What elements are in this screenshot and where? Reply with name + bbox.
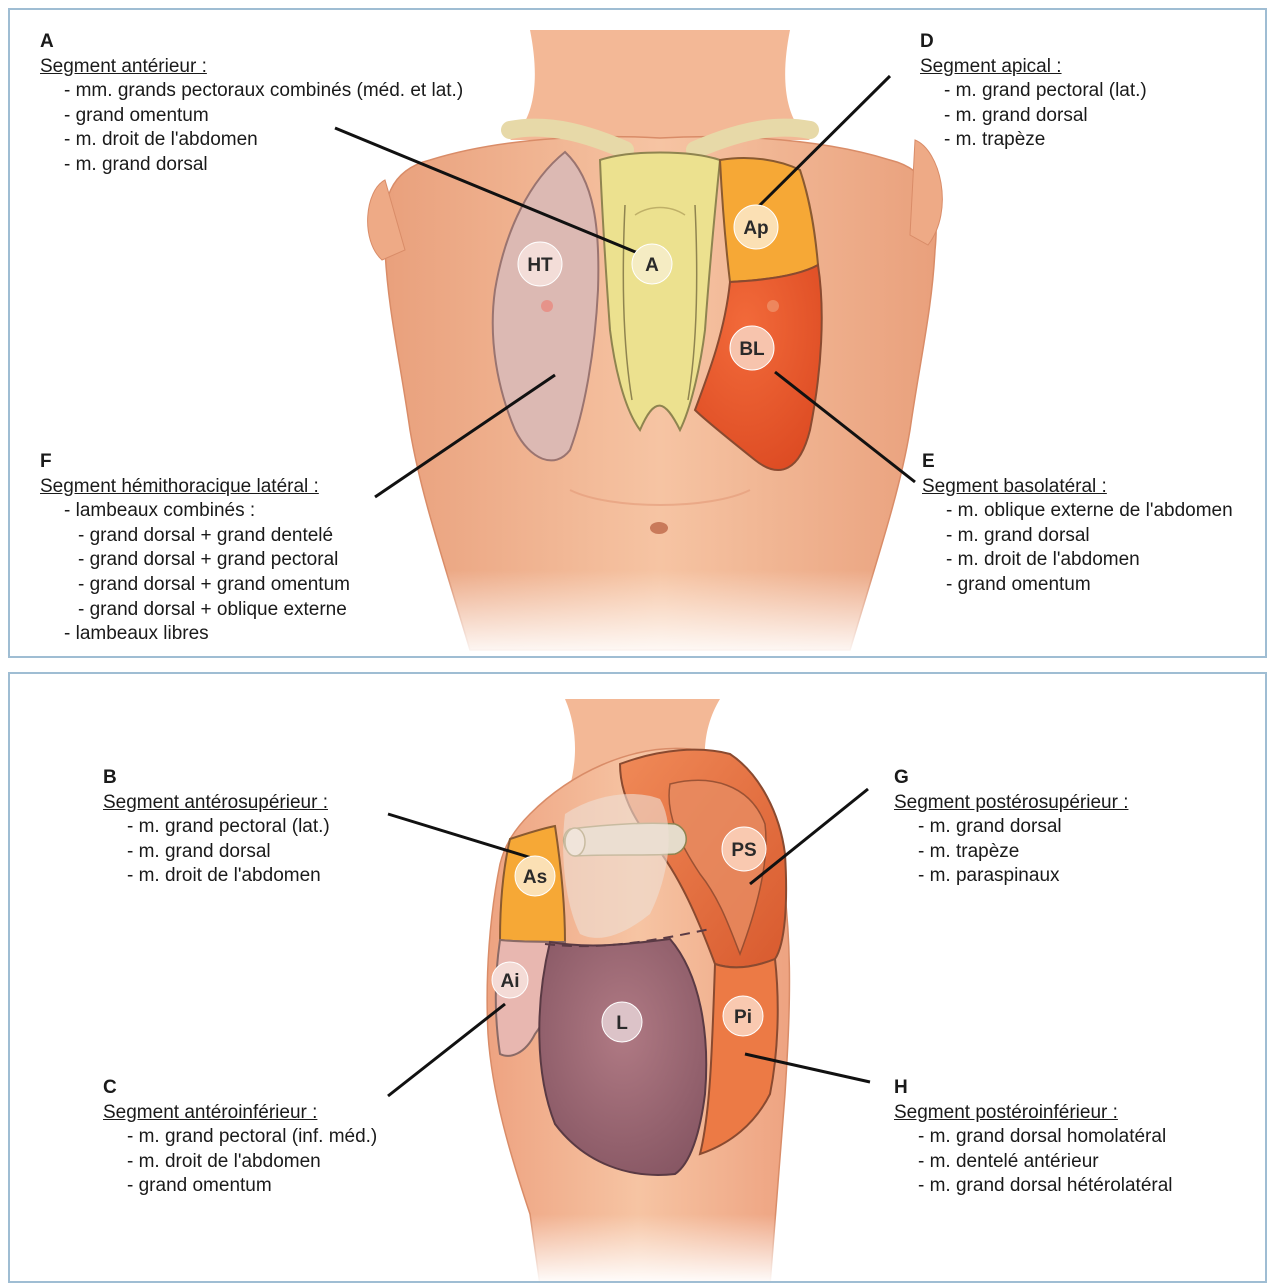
segment-letter: B	[103, 766, 330, 791]
svg-text:Ap: Ap	[743, 218, 768, 239]
list-item: m. paraspinaux	[918, 864, 1128, 889]
badge-ap: Ap	[734, 205, 778, 249]
segment-h-legend: H Segment postéroinférieur : m. grand do…	[894, 1076, 1173, 1199]
segment-letter: F	[40, 450, 350, 475]
list-item: m. trapèze	[918, 840, 1128, 865]
badge-l: L	[602, 1002, 642, 1042]
list-item: grand dorsal + grand dentelé	[78, 524, 350, 549]
badge-a: A	[632, 244, 672, 284]
list-item: m. grand dorsal	[64, 153, 463, 178]
svg-text:As: As	[523, 867, 547, 888]
list-item: grand dorsal + grand pectoral	[78, 548, 350, 573]
list-item: m. grand dorsal homolatéral	[918, 1125, 1173, 1150]
segment-a-legend: A Segment antérieur : mm. grands pectora…	[40, 30, 463, 178]
list-item: m. grand dorsal	[918, 815, 1128, 840]
list-item: grand omentum	[127, 1174, 377, 1199]
list-item: grand omentum	[946, 573, 1233, 598]
list-item: m. dentelé antérieur	[918, 1150, 1173, 1175]
list-item: m. trapèze	[944, 128, 1147, 153]
list-item: lambeaux libres	[64, 622, 350, 647]
segment-title: Segment hémithoracique latéral :	[40, 475, 350, 500]
svg-text:HT: HT	[527, 255, 553, 276]
segment-c-legend: C Segment antéroinférieur : m. grand pec…	[103, 1076, 377, 1199]
segment-title: Segment apical :	[920, 55, 1147, 80]
svg-text:Ai: Ai	[501, 971, 520, 992]
list-item: m. droit de l'abdomen	[127, 864, 330, 889]
anterior-view-panel: HT A Ap BL A Segment antérieur : mm. gra…	[8, 8, 1267, 658]
list-item: m. grand pectoral (lat.)	[127, 815, 330, 840]
segment-title: Segment antéroinférieur :	[103, 1101, 377, 1126]
segment-e-legend: E Segment basolatéral : m. oblique exter…	[922, 450, 1233, 598]
badge-pi: Pi	[723, 996, 763, 1036]
segment-letter: C	[103, 1076, 377, 1101]
segment-f-legend: F Segment hémithoracique latéral : lambe…	[40, 450, 350, 647]
right-arm-stump	[910, 140, 942, 245]
segment-title: Segment basolatéral :	[922, 475, 1233, 500]
badge-ai: Ai	[492, 962, 528, 998]
segment-title: Segment antérieur :	[40, 55, 463, 80]
segment-letter: D	[920, 30, 1147, 55]
list-item: m. grand dorsal	[944, 104, 1147, 129]
list-item: m. grand dorsal hétérolatéral	[918, 1174, 1173, 1199]
svg-text:PS: PS	[731, 840, 756, 861]
list-item: m. grand pectoral (inf. méd.)	[127, 1125, 377, 1150]
leader-line-c	[388, 1004, 505, 1096]
svg-text:Pi: Pi	[734, 1007, 752, 1028]
list-item: m. droit de l'abdomen	[64, 128, 463, 153]
group-label: lambeaux combinés :	[64, 499, 350, 524]
svg-text:L: L	[616, 1013, 628, 1034]
list-item: grand dorsal + grand omentum	[78, 573, 350, 598]
segment-letter: A	[40, 30, 463, 55]
segment-letter: G	[894, 766, 1128, 791]
list-item: m. droit de l'abdomen	[127, 1150, 377, 1175]
list-item: grand dorsal + oblique externe	[78, 598, 350, 623]
lateral-view-panel: As Ai L PS Pi B Segment antérosupérieur …	[8, 672, 1267, 1283]
badge-ps: PS	[722, 827, 766, 871]
svg-text:BL: BL	[739, 339, 765, 360]
list-item: grand omentum	[64, 104, 463, 129]
segment-g-legend: G Segment postérosupérieur : m. grand do…	[894, 766, 1128, 889]
segment-title: Segment antérosupérieur :	[103, 791, 330, 816]
list-item: m. oblique externe de l'abdomen	[946, 499, 1233, 524]
list-item: m. grand pectoral (lat.)	[944, 79, 1147, 104]
list-item: m. grand dorsal	[946, 524, 1233, 549]
navel	[650, 522, 668, 534]
svg-text:A: A	[645, 255, 659, 276]
list-item: m. grand dorsal	[127, 840, 330, 865]
segment-b-legend: B Segment antérosupérieur : m. grand pec…	[103, 766, 330, 889]
segment-letter: E	[922, 450, 1233, 475]
list-item: m. droit de l'abdomen	[946, 548, 1233, 573]
segment-d-legend: D Segment apical : m. grand pectoral (la…	[920, 30, 1147, 153]
badge-bl: BL	[730, 326, 774, 370]
badge-ht: HT	[518, 242, 562, 286]
list-item: mm. grands pectoraux combinés (méd. et l…	[64, 79, 463, 104]
list-item-group: lambeaux combinés : grand dorsal + grand…	[64, 499, 350, 622]
segment-title: Segment postérosupérieur :	[894, 791, 1128, 816]
badge-as: As	[515, 856, 555, 896]
segment-letter: H	[894, 1076, 1173, 1101]
segment-title: Segment postéroinférieur :	[894, 1101, 1173, 1126]
